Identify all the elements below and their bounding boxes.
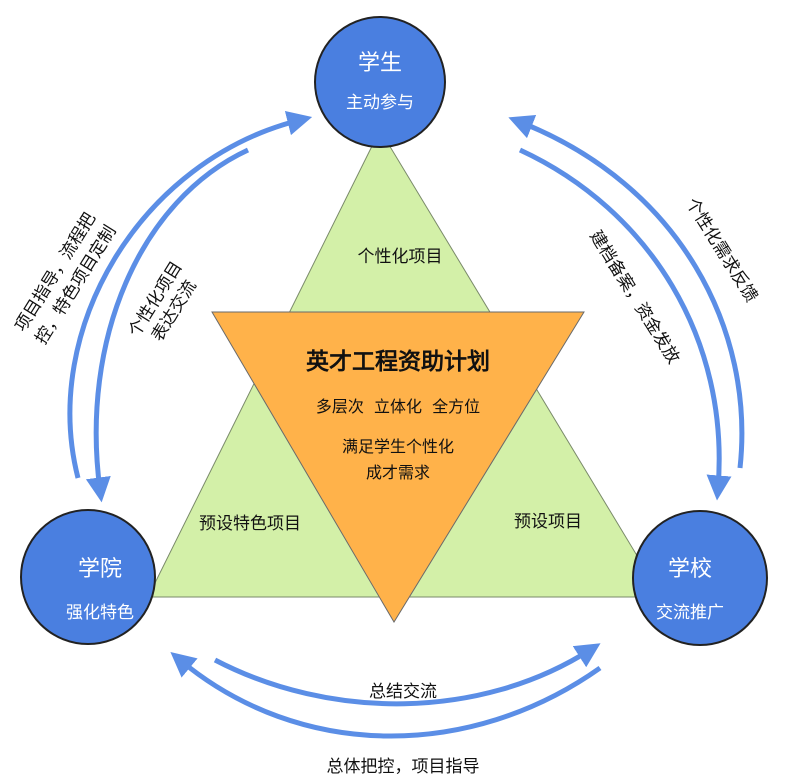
center-title: 英才工程资助计划 — [306, 348, 490, 375]
node-school: 学校 交流推广 — [632, 510, 768, 646]
center-line2: 满足学生个性化 — [342, 437, 454, 456]
edge-label-right-inner: 建档备案，资金发放 — [585, 227, 683, 367]
arrow-right-outer — [508, 114, 745, 469]
edge-label-right-inner-text: 建档备案，资金发放 — [585, 227, 683, 367]
arrow-left-outer — [67, 110, 313, 479]
edge-label-left-inner: 个性化项目 表达交流 — [125, 258, 201, 345]
node-student: 学生 主动参与 — [314, 16, 446, 148]
node-college: 学院 强化特色 — [20, 509, 156, 645]
node-student-title: 学生 — [358, 51, 402, 76]
node-student-subtitle: 主动参与 — [346, 93, 414, 113]
node-school-subtitle: 交流推广 — [656, 603, 724, 623]
node-college-subtitle: 强化特色 — [66, 603, 134, 623]
arrow-left-inner — [85, 147, 250, 503]
node-school-title: 学校 — [668, 557, 712, 582]
node-college-title: 学院 — [78, 557, 122, 582]
edge-label-bottom-inner: 总结交流 — [369, 682, 437, 702]
arrow-bottom-outer — [170, 652, 602, 739]
edge-label-right-outer-text: 个性化需求反馈 — [681, 195, 761, 307]
center-line3: 成才需求 — [366, 463, 430, 482]
arrow-right-inner — [518, 147, 732, 501]
region-label-left: 预设特色项目 — [199, 514, 301, 534]
arrow-bottom-inner — [213, 643, 601, 707]
region-label-top: 个性化项目 — [358, 247, 443, 267]
edge-label-right-outer: 个性化需求反馈 — [681, 195, 761, 307]
center-triangle — [211, 311, 585, 623]
edge-label-bottom-outer: 总体把控，项目指导 — [327, 757, 480, 777]
region-label-right: 预设项目 — [514, 512, 582, 532]
center-line1: 多层次 立体化 全方位 — [316, 397, 480, 416]
